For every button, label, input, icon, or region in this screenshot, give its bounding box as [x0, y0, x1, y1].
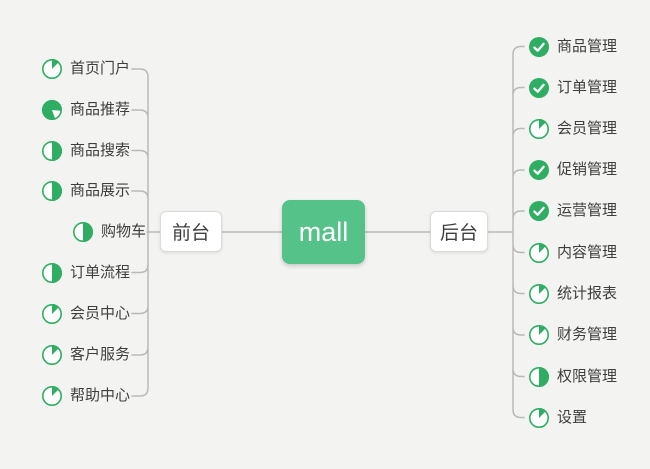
- check-icon: [528, 159, 550, 181]
- mindmap-item[interactable]: 客户服务: [41, 344, 130, 366]
- item-label: 客户服务: [69, 346, 130, 363]
- item-label: 商品搜索: [69, 141, 130, 159]
- item-label: 设置: [557, 408, 588, 426]
- mindmap-item[interactable]: 设置: [528, 407, 587, 429]
- branch-node-label: 后台: [439, 223, 478, 244]
- mindmap-item[interactable]: 订单流程: [41, 262, 130, 284]
- branch-node-frontend[interactable]: 前台: [160, 211, 222, 252]
- item-label: 订单流程: [69, 263, 130, 281]
- mindmap-item[interactable]: 商品展示: [41, 180, 130, 202]
- item-label: 运营管理: [557, 202, 618, 219]
- root-node-mall[interactable]: mall: [282, 200, 365, 264]
- mindmap-item[interactable]: 统计报表: [528, 283, 617, 305]
- item-label: 商品展示: [69, 182, 130, 199]
- item-label: 财务管理: [557, 326, 618, 343]
- mindmap-item[interactable]: 商品搜索: [41, 140, 130, 162]
- progress-12-icon: [41, 58, 63, 80]
- branch-node-label: 前台: [171, 223, 210, 244]
- mindmap-item[interactable]: 商品管理: [528, 36, 617, 58]
- item-label: 商品管理: [557, 37, 618, 55]
- check-icon: [528, 77, 550, 99]
- mindmap-item[interactable]: 财务管理: [528, 324, 617, 346]
- mindmap-item[interactable]: 会员管理: [528, 118, 617, 140]
- progress-50-icon: [41, 140, 63, 162]
- item-label: 会员管理: [557, 119, 618, 137]
- mindmap-item[interactable]: 购物车: [72, 221, 146, 243]
- progress-87-icon: [41, 99, 63, 121]
- check-icon: [528, 36, 550, 58]
- item-label: 订单管理: [557, 78, 618, 96]
- progress-12-icon: [528, 242, 550, 264]
- progress-50-icon: [72, 221, 94, 243]
- item-label: 帮助中心: [69, 387, 130, 404]
- progress-12-icon: [41, 344, 63, 366]
- item-label: 商品推荐: [69, 101, 130, 118]
- mindmap-item[interactable]: 商品推荐: [41, 99, 130, 121]
- mindmap-item[interactable]: 权限管理: [528, 366, 617, 388]
- progress-12-icon: [528, 118, 550, 140]
- mindmap-item[interactable]: 会员中心: [41, 303, 130, 325]
- progress-50-icon: [41, 180, 63, 202]
- progress-50-icon: [41, 262, 63, 284]
- progress-12-icon: [528, 407, 550, 429]
- mindmap-item[interactable]: 运营管理: [528, 200, 617, 222]
- mindmap-item[interactable]: 促销管理: [528, 159, 617, 181]
- check-icon: [528, 200, 550, 222]
- mindmap-item[interactable]: 帮助中心: [41, 385, 130, 407]
- progress-12-icon: [41, 303, 63, 325]
- mindmap-item[interactable]: 订单管理: [528, 77, 617, 99]
- mindmap-item[interactable]: 内容管理: [528, 242, 617, 264]
- item-label: 首页门户: [69, 60, 130, 77]
- item-label: 统计报表: [557, 284, 618, 302]
- item-label: 会员中心: [69, 304, 130, 322]
- progress-12-icon: [528, 283, 550, 305]
- item-label: 促销管理: [557, 161, 618, 178]
- item-label: 内容管理: [557, 243, 618, 261]
- branch-node-backend[interactable]: 后台: [430, 211, 488, 252]
- mindmap-item[interactable]: 首页门户: [41, 58, 130, 80]
- progress-50-icon: [528, 366, 550, 388]
- item-label: 权限管理: [557, 367, 618, 385]
- root-node-label: mall: [298, 216, 349, 247]
- progress-12-icon: [41, 385, 63, 407]
- progress-12-icon: [528, 324, 550, 346]
- item-label: 购物车: [100, 223, 146, 240]
